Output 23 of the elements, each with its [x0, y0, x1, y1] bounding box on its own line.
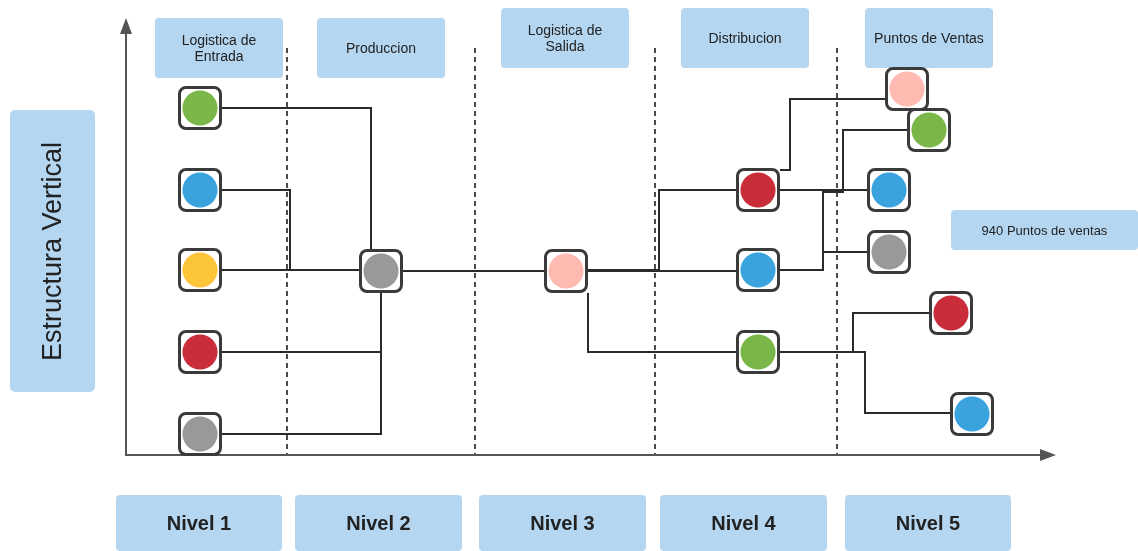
connector-line	[587, 270, 737, 272]
connector-line	[402, 270, 545, 272]
connector-line	[779, 98, 886, 171]
level-box: Nivel 3	[479, 495, 646, 551]
level-box: Nivel 5	[845, 495, 1011, 551]
connector-line	[779, 351, 951, 414]
stage-header: Puntos de Ventas	[865, 8, 993, 68]
connector-line	[779, 189, 868, 191]
connector-line	[221, 107, 372, 250]
stage-header: Logistica de Salida	[501, 8, 629, 68]
stage-header: Logistica de Entrada	[155, 18, 283, 78]
level-box: Nivel 4	[660, 495, 827, 551]
level-box: Nivel 1	[116, 495, 282, 551]
connector-line	[779, 251, 868, 271]
axis-title: Estructura Vertical	[37, 141, 68, 361]
connector-line	[587, 189, 737, 271]
axis-title-box	[10, 110, 95, 392]
stage-header: Produccion	[317, 18, 445, 78]
stage-header: Distribucion	[681, 8, 809, 68]
note-box: 940 Puntos de ventas	[951, 210, 1138, 250]
connector-line	[587, 292, 737, 353]
level-box: Nivel 2	[295, 495, 462, 551]
connector-line	[221, 292, 382, 435]
